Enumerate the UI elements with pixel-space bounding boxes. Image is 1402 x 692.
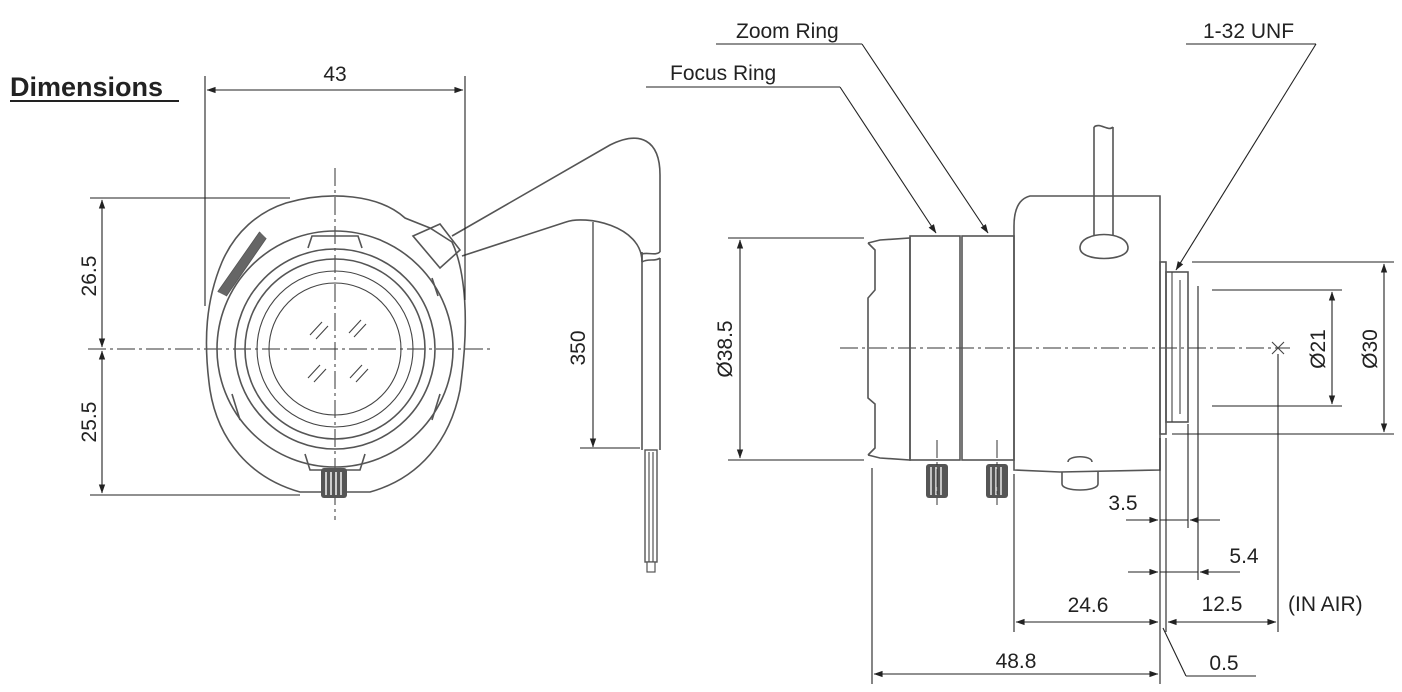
front-cable-lower [641,258,661,450]
front-dimensions: 43 26.5 25.5 350 [78,63,640,496]
front-cable-inner [461,219,643,263]
mount-thread-leader [1175,43,1317,271]
zoom-ring-label: Zoom Ring [736,20,839,43]
side-cable-upper [1093,127,1114,236]
front-housing-outline [205,195,467,493]
side-zoom-screw-knurl [990,467,1002,495]
dim-26-5-label: 26.5 [78,256,101,297]
dim-30-label: Ø30 [1359,329,1382,369]
front-top-notch [307,235,363,249]
side-callouts: Zoom Ring Focus Ring 1-32 UNF [646,20,1317,271]
side-bottom-knob-top [1067,455,1093,463]
dim-0-5-leader [1162,627,1187,677]
front-glass-reflection-marks [307,319,369,383]
front-thumbscrew-knurl [325,472,342,495]
dim-5-4-label: 5.4 [1229,545,1259,568]
side-focus-screw-knurl [930,467,942,495]
dim-0-5-label: 0.5 [1209,652,1238,675]
front-cable-end [644,449,658,563]
focus-ring-leader [839,86,937,234]
mount-thread-label: 1-32 UNF [1203,20,1294,43]
front-side-grip-fill [218,232,266,296]
side-focus-ring [909,235,961,461]
front-ring-3 [244,258,426,440]
front-cable-gland [411,223,462,270]
front-cable-break [641,251,661,263]
dim-25-5-label: 25.5 [78,402,101,443]
dim-3-5-label: 3.5 [1108,492,1137,515]
front-ring-1 [216,230,454,468]
front-ring-2 [234,248,436,450]
heading: Dimensions [10,72,163,102]
side-dimensions: Ø38.5 Ø21 Ø30 3.5 5.4 24.6 12 [714,237,1394,684]
front-lens-glass [268,282,402,416]
focus-ring-label: Focus Ring [670,62,776,85]
dim-38-5-label: Ø38.5 [714,320,737,377]
front-cable-upper [451,137,661,252]
dim-24-6-label: 24.6 [1068,594,1109,617]
front-cable-conductors [648,452,654,562]
front-cable-tip [646,561,656,573]
zoom-ring-leader [861,43,989,234]
side-front-hood [867,237,911,461]
dim-43-label: 43 [323,63,346,86]
dim-12-5-label: 12.5 [1202,593,1243,616]
front-ring-4 [256,270,414,428]
side-body [1013,195,1161,473]
front-side-tabs [231,277,441,421]
side-cable-gland [1079,233,1129,260]
side-mount-thread [1165,271,1189,423]
in-air-note: (IN AIR) [1288,593,1363,616]
dim-48-8-label: 48.8 [996,650,1037,673]
dim-21-label: Ø21 [1307,329,1330,369]
dim-350-label: 350 [567,330,590,365]
front-view [88,137,661,573]
side-bottom-knob [1061,472,1099,491]
side-mount-thread-lines [1171,272,1181,422]
side-cable-break [1093,124,1114,130]
front-thumbscrew [321,468,347,498]
side-view [840,124,1290,505]
focal-point-mark [1271,341,1285,355]
